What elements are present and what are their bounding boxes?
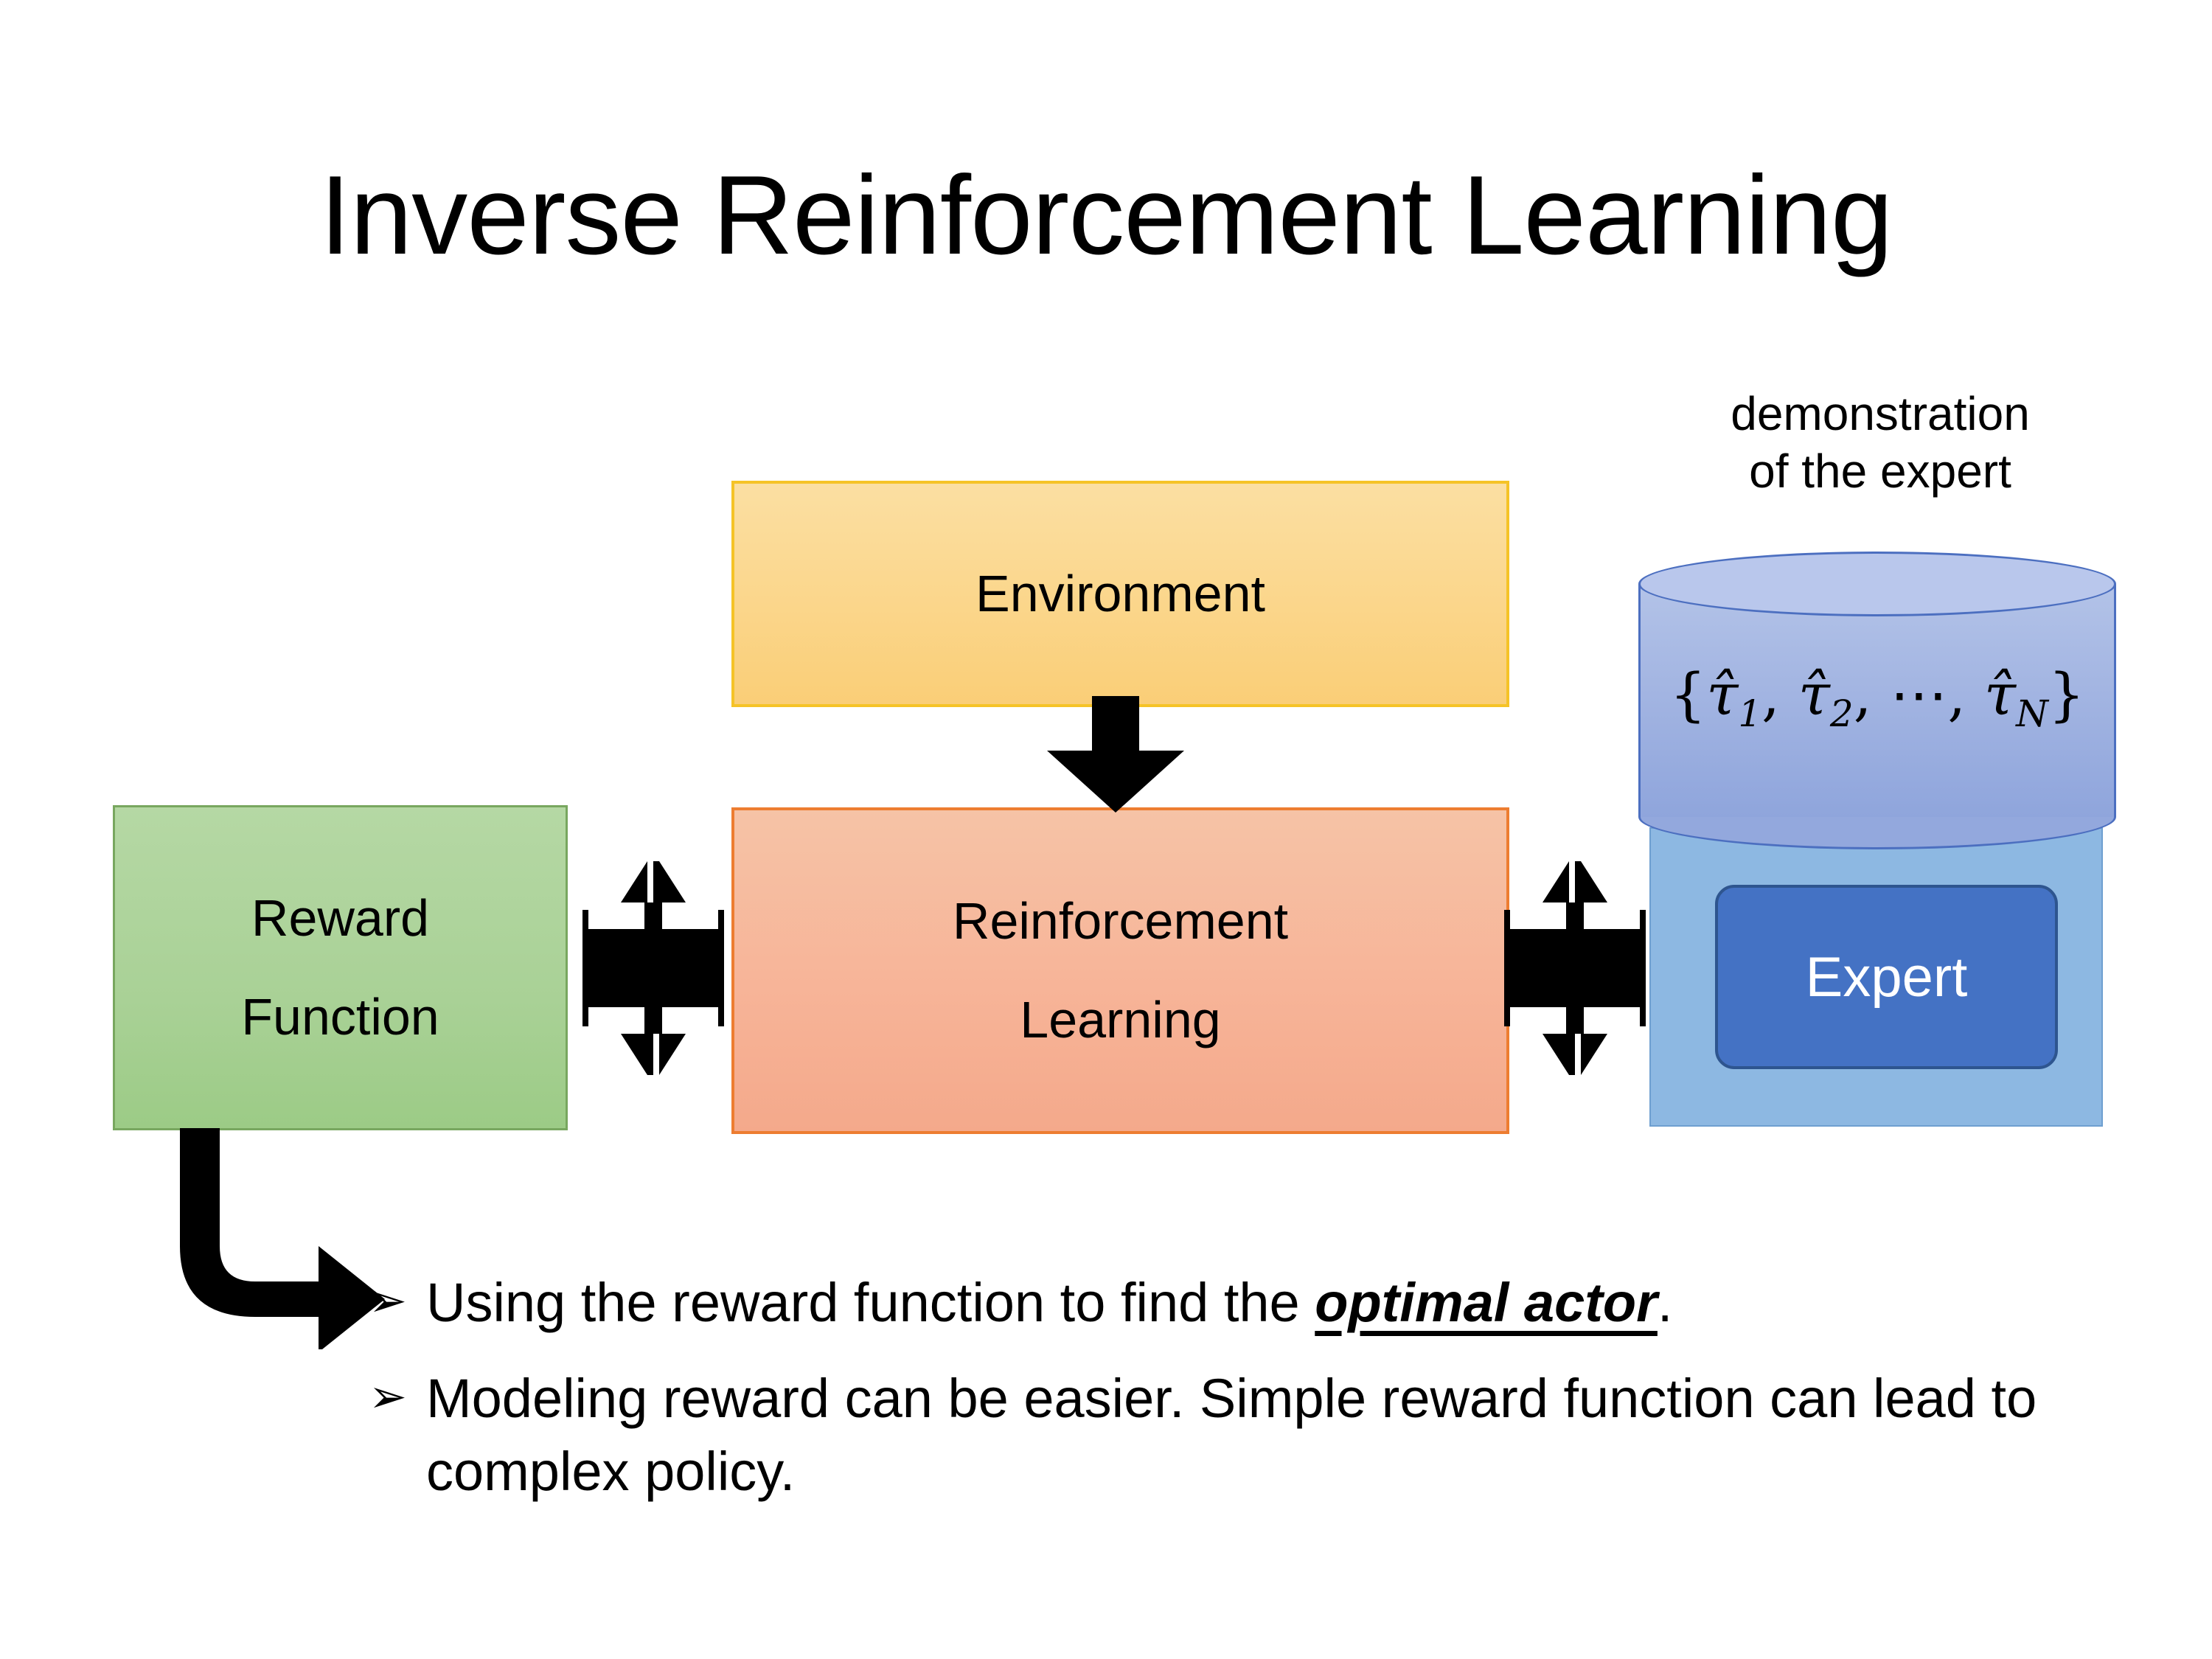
tau-n: τ̂ — [1983, 662, 2017, 728]
reinforcement-learning-label-line2: Learning — [1020, 990, 1221, 1048]
demonstration-cylinder: {τ̂1, τ̂2, ⋯, τ̂N} — [1638, 552, 2116, 849]
arrow-bullet-icon: ➢ — [369, 1371, 407, 1423]
bullet-list: ➢ Using the reward function to find the … — [369, 1267, 2138, 1531]
bullet-text-1: Using the reward function to find the op… — [426, 1267, 2138, 1339]
set-close-brace: } — [2048, 662, 2085, 728]
left-right-double-arrow-icon-left — [582, 861, 724, 1075]
down-arrow-icon — [1047, 696, 1184, 813]
bullet-1-emphasis: optimal actor — [1315, 1272, 1658, 1333]
tau-2: τ̂ — [1798, 662, 1830, 728]
comma-3: , — [1947, 662, 1966, 728]
environment-box[interactable]: Environment — [731, 481, 1509, 707]
left-right-double-arrow-icon-right — [1504, 861, 1646, 1075]
reward-function-label-line2: Function — [241, 987, 439, 1046]
set-open-brace: { — [1669, 662, 1707, 728]
reinforcement-learning-label-line1: Reinforcement — [952, 892, 1289, 950]
reward-function-label-line1: Reward — [251, 889, 430, 947]
list-item: ➢ Using the reward function to find the … — [369, 1267, 2138, 1339]
comma-1: , — [1761, 662, 1780, 728]
environment-box-label: Environment — [975, 564, 1265, 622]
reward-function-box[interactable]: Reward Function — [113, 805, 568, 1130]
elbow-arrow-down-right-icon — [180, 1128, 385, 1349]
arrow-bullet-icon: ➢ — [369, 1276, 407, 1326]
double-arrow-body-left — [582, 861, 724, 1075]
demonstration-caption-line1: demonstration — [1731, 387, 2030, 440]
cylinder-top-ellipse — [1638, 552, 2116, 616]
ellipsis: ⋯ — [1890, 662, 1948, 728]
tau-1: τ̂ — [1706, 662, 1739, 728]
comma-2: , — [1853, 662, 1872, 728]
expert-box-label: Expert — [1805, 945, 1968, 1009]
bullet-2-text-before: Modeling reward can be easier. Simple re… — [426, 1368, 2037, 1502]
page-title: Inverse Reinforcement Learning — [319, 153, 1893, 278]
trajectory-set-label: {τ̂1, τ̂2, ⋯, τ̂N} — [1638, 662, 2116, 735]
bullet-1-text-after: . — [1657, 1272, 1673, 1333]
demonstration-caption: demonstration of the expert — [1644, 385, 2116, 500]
tau-1-subscript: 1 — [1738, 692, 1762, 735]
bullet-text-2: Modeling reward can be easier. Simple re… — [426, 1363, 2138, 1508]
tau-2-subscript: 2 — [1829, 692, 1854, 735]
tau-n-subscript: N — [2016, 692, 2048, 735]
list-item: ➢ Modeling reward can be easier. Simple … — [369, 1363, 2138, 1508]
bullet-1-text-before: Using the reward function to find the — [426, 1272, 1315, 1333]
reinforcement-learning-box[interactable]: Reinforcement Learning — [731, 807, 1509, 1134]
expert-box[interactable]: Expert — [1715, 885, 2058, 1069]
cylinder-body — [1638, 584, 2116, 817]
demonstration-caption-line2: of the expert — [1749, 445, 2011, 498]
